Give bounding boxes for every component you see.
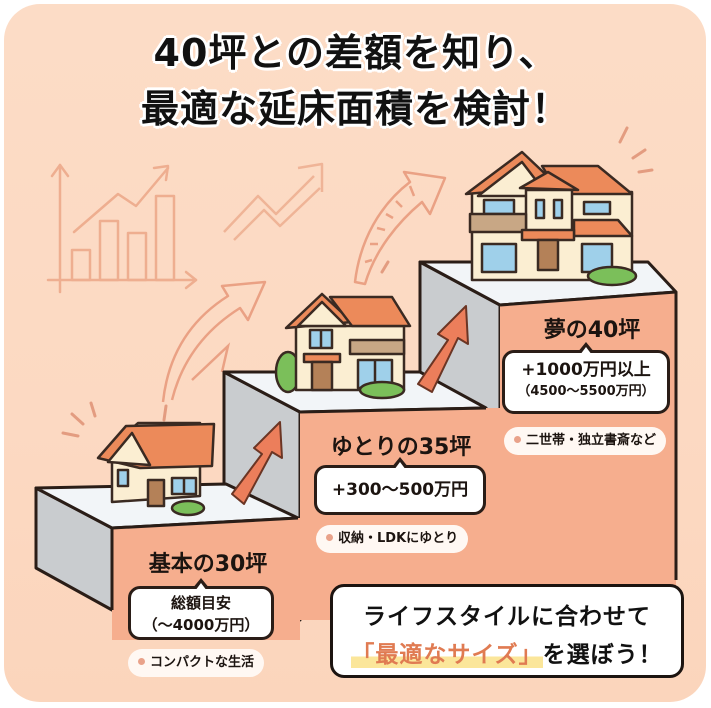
step-3-price-line-1: +1000万円以上: [521, 360, 651, 380]
step-2-price-bubble: +300〜500万円: [314, 457, 486, 515]
small-arrow-outline-icon: [191, 342, 231, 381]
bullet-dot-icon: [138, 658, 145, 665]
step-2-feature-pill: 収納・LDKにゆとり: [316, 525, 469, 553]
growth-chart-icon: [46, 163, 198, 294]
cta-line-1: ライフスタイルに合わせて: [363, 604, 651, 630]
step-1-price-line-1: 総額目安: [170, 594, 231, 612]
step-2-feature-text: 収納・LDKにゆとり: [338, 531, 459, 546]
large-house-icon: [464, 150, 638, 287]
cta-open-bracket: 「: [351, 642, 376, 668]
step-3-feature-pill: 二世帯・独立書斎など: [504, 427, 667, 455]
cta-line-2-rest: を選ぼう！: [542, 642, 663, 668]
step-1-price-line-2: （〜4000万円）: [142, 616, 260, 634]
step-3-price-bubble: +1000万円以上 （4500〜5500万円）: [502, 342, 670, 414]
cta-highlight-text: 最適なサイズ: [375, 642, 519, 668]
cta-close-bracket: 」: [518, 642, 543, 668]
small-house-icon: [96, 421, 216, 517]
bullet-dot-icon: [326, 534, 333, 541]
step-1-price-bubble: 総額目安 （〜4000万円）: [128, 578, 274, 640]
rising-arrow-icon-1: [231, 421, 283, 505]
step-1-label: 基本の30坪: [148, 552, 268, 577]
headline-line-1: 40坪との差額を知り、: [153, 31, 558, 75]
bullet-dot-icon: [514, 436, 521, 443]
step-2-label: ゆとりの35坪: [330, 435, 472, 460]
step-3-feature-text: 二世帯・独立書斎など: [526, 433, 657, 448]
curved-arrow-icon-2: [161, 280, 267, 403]
step-1-feature-pill: コンパクトな生活: [128, 649, 265, 677]
zigzag-arrow-icon: [223, 162, 324, 241]
cta-line-2: 「最適なサイズ」を選ぼう！: [333, 635, 681, 669]
rising-arrow-icon-2: [417, 305, 469, 393]
step-3-label: 夢の40坪: [543, 318, 641, 343]
step-3-price-line-2: （4500〜5500万円）: [517, 384, 655, 399]
two-story-house-icon: [274, 292, 412, 400]
sparkle-icon: [61, 126, 654, 438]
call-to-action-box: ライフスタイルに合わせて 「最適なサイズ」を選ぼう！: [330, 584, 684, 678]
step-1-feature-text: コンパクトな生活: [150, 655, 255, 670]
headline-line-2: 最適な延床面積を検討！: [140, 87, 570, 131]
step-2-price-line-1: +300〜500万円: [331, 480, 469, 500]
cta-highlight: 「最適なサイズ」: [351, 642, 543, 668]
curved-arrow-icon: [353, 170, 447, 286]
